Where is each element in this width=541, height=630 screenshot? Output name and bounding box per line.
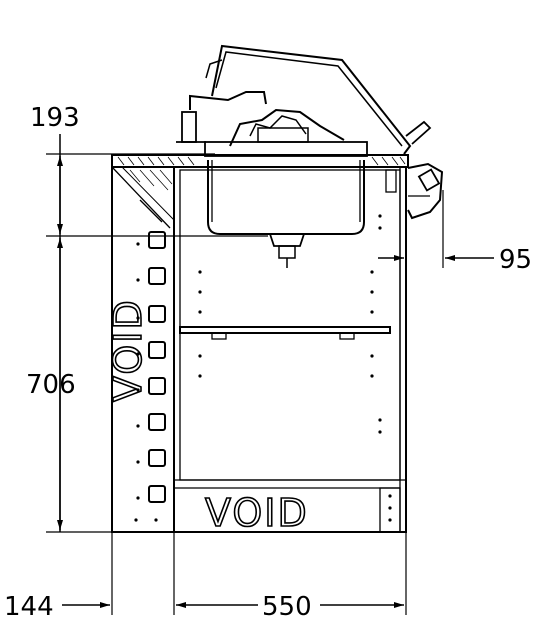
tap-and-drainer — [176, 44, 432, 155]
side-void-label: VOID — [106, 298, 150, 402]
sink-bowl — [204, 141, 368, 268]
cabinet-carcass — [173, 166, 407, 533]
dim-95-label: 95 — [499, 245, 532, 275]
dim-144-label: 144 — [4, 592, 54, 622]
dim-193-label: 193 — [30, 103, 80, 133]
side-void-panel — [111, 166, 175, 533]
bottom-void-label: VOID — [205, 491, 309, 535]
dim-706-label: 706 — [26, 370, 76, 400]
dim-550-label: 550 — [262, 592, 312, 622]
wall-bracket — [407, 162, 444, 220]
